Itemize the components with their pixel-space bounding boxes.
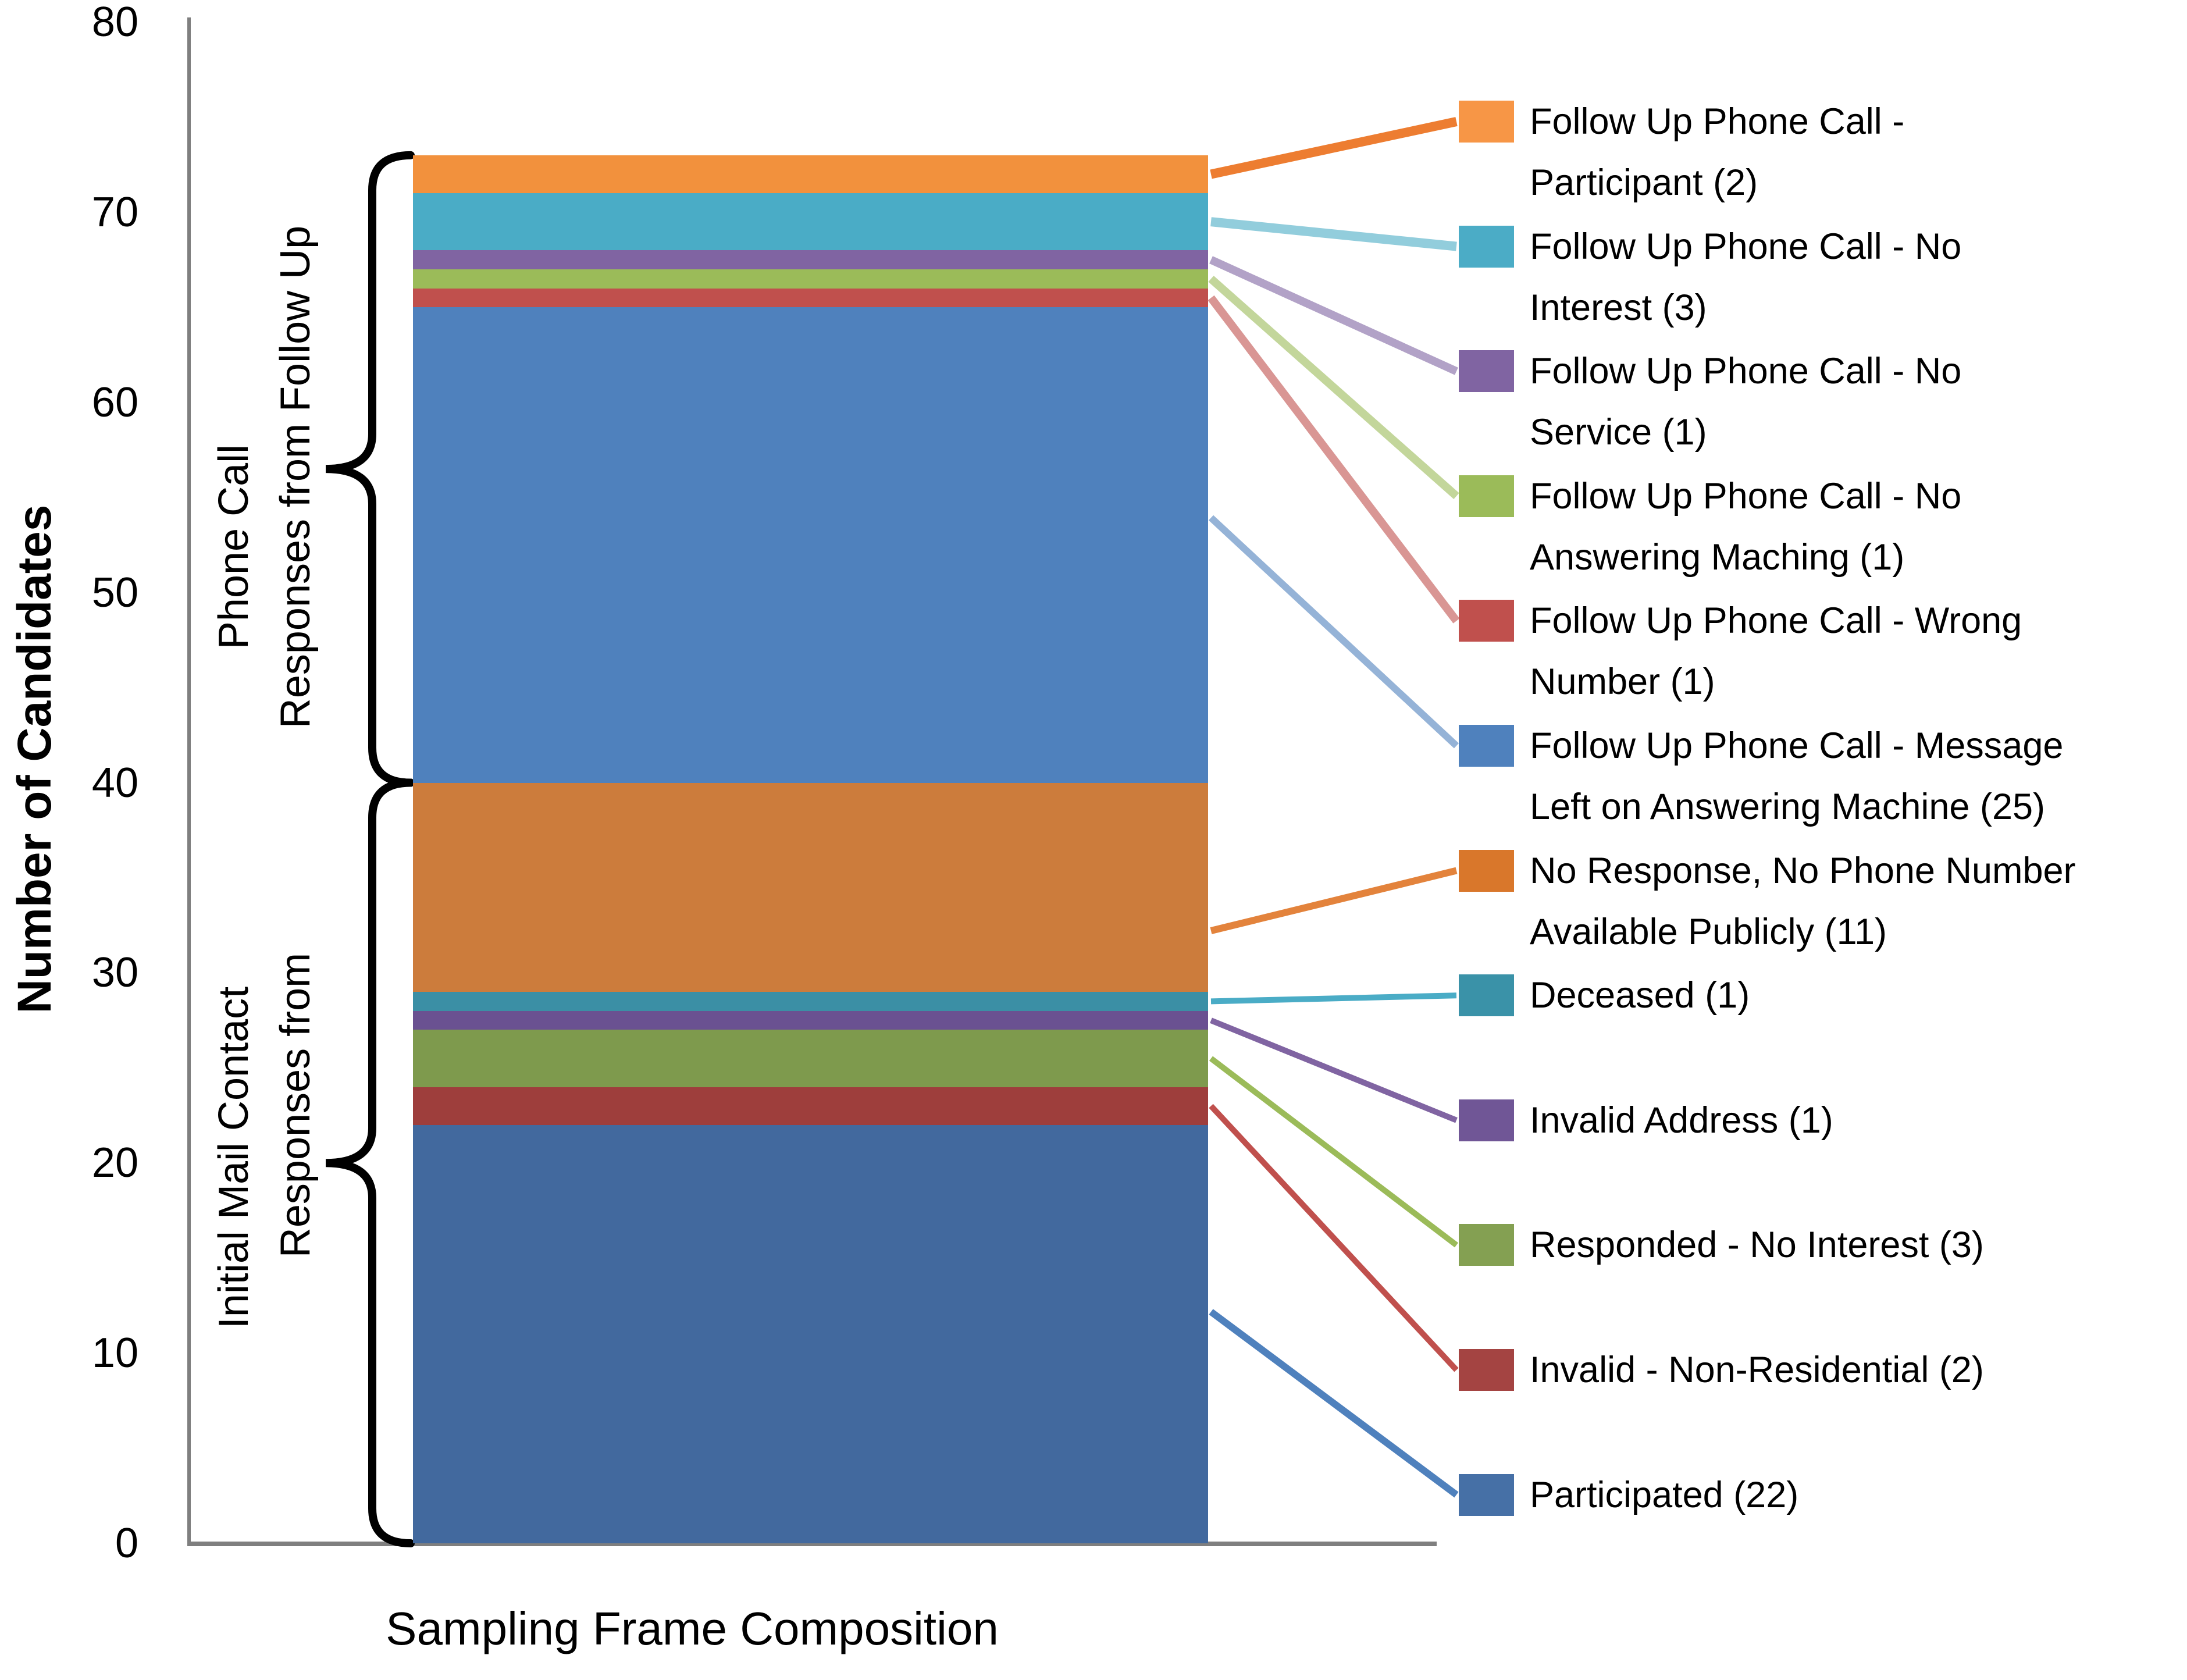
- legend-swatch-icon: [1459, 1224, 1514, 1266]
- bar-segment-follow-up-phone-call-no-service: [413, 250, 1208, 269]
- bar-segment-participated: [413, 1124, 1208, 1543]
- legend-label: Invalid Address (1): [1530, 1099, 1833, 1141]
- bar-segment-deceased: [413, 992, 1208, 1011]
- legend-swatch-icon: [1459, 1473, 1514, 1516]
- legend-swatch-icon: [1459, 101, 1514, 143]
- legend-label: Responded - No Interest (3): [1530, 1225, 1984, 1266]
- y-tick-label-70: 70: [91, 188, 138, 236]
- legend-label: Follow Up Phone Call -Participant (2): [1530, 101, 1905, 203]
- brace-group-0: [325, 151, 415, 787]
- y-tick-label-40: 40: [91, 759, 138, 806]
- legend-swatch-icon: [1459, 1099, 1514, 1141]
- legend-swatch-icon: [1459, 225, 1514, 268]
- legend-label: Invalid - Non-Residential (2): [1530, 1350, 1984, 1390]
- legend-swatch-icon: [1459, 1349, 1514, 1391]
- legend-label: Participated (22): [1530, 1474, 1799, 1515]
- bar-segment-follow-up-phone-call-no-answering-maching: [413, 269, 1208, 289]
- leader-line: [1210, 867, 1458, 934]
- bar-segment-follow-up-phone-call-wrong-number: [413, 288, 1208, 308]
- leader-line: [1209, 1309, 1459, 1498]
- legend-label: Deceased (1): [1530, 975, 1750, 1016]
- bar-segment-follow-up-phone-call-message-left-on-answering-machine: [413, 307, 1208, 783]
- leader-line: [1208, 295, 1460, 624]
- y-tick-label-20: 20: [91, 1140, 138, 1187]
- y-tick-label-50: 50: [91, 569, 138, 616]
- y-tick-label-30: 30: [91, 949, 138, 996]
- leader-line: [1210, 217, 1457, 251]
- x-axis-title: Sampling Frame Composition: [386, 1603, 999, 1654]
- legend-swatch-icon: [1459, 849, 1514, 892]
- bar-segment-follow-up-phone-call-no-interest: [413, 193, 1208, 251]
- bar-segment-follow-up-phone-call-participant: [413, 155, 1208, 194]
- brace-group-1: [325, 778, 415, 1547]
- legend-swatch-icon: [1459, 725, 1514, 767]
- legend-swatch-icon: [1459, 974, 1514, 1017]
- y-tick-label-0: 0: [115, 1520, 138, 1567]
- y-axis-line: [187, 17, 191, 1546]
- leader-line: [1208, 515, 1459, 749]
- legend-swatch-icon: [1459, 350, 1514, 393]
- leader-line: [1210, 117, 1458, 179]
- bar-segment-responded-no-interest: [413, 1030, 1208, 1087]
- leader-line: [1208, 276, 1459, 500]
- bar-segment-no-response-no-phone-number-available-publicly: [413, 782, 1208, 992]
- leader-line: [1210, 992, 1457, 1005]
- y-tick-label-10: 10: [91, 1330, 138, 1377]
- leader-line: [1210, 1017, 1458, 1123]
- bar-segment-invalid-non-residential: [413, 1087, 1208, 1125]
- leader-line: [1209, 1104, 1459, 1372]
- x-axis-line: [187, 1542, 1437, 1546]
- leader-line: [1209, 1056, 1459, 1248]
- y-tick-label-60: 60: [91, 379, 138, 426]
- bar-segment-invalid-address: [413, 1010, 1208, 1030]
- y-tick-label-80: 80: [91, 0, 138, 45]
- leader-line: [1209, 256, 1458, 375]
- legend-swatch-icon: [1459, 475, 1514, 517]
- legend-swatch-icon: [1459, 600, 1514, 642]
